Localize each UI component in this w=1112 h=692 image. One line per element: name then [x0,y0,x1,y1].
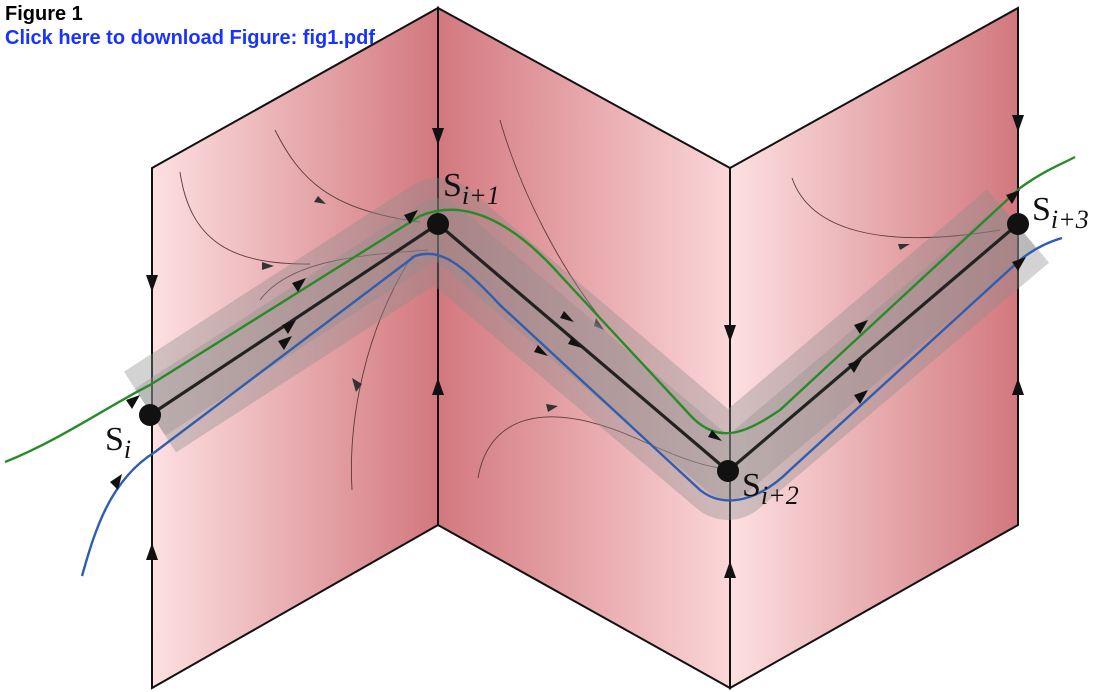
trajectory-arrowheads [110,190,1026,490]
node-si1 [427,213,449,235]
green-trajectory [4,155,1076,464]
label-si3: Si+3 [1032,191,1089,234]
figure-header: Figure 1 Click here to download Figure: … [5,2,375,50]
flow-lines [179,119,1001,491]
node-si2 [717,460,739,482]
download-link[interactable]: Click here to download Figure: fig1.pdf [5,27,376,49]
figure-title: Figure 1 [5,3,83,25]
node-si [139,404,161,426]
label-si1: Si+1 [443,167,500,210]
fold-arrows [146,115,1024,578]
label-si2: Si+2 [742,467,799,510]
nodes [139,213,1029,482]
node-si3 [1007,213,1029,235]
flow-arrowheads [262,196,910,412]
label-si: Si [105,421,131,464]
main-trajectory [149,222,1020,473]
